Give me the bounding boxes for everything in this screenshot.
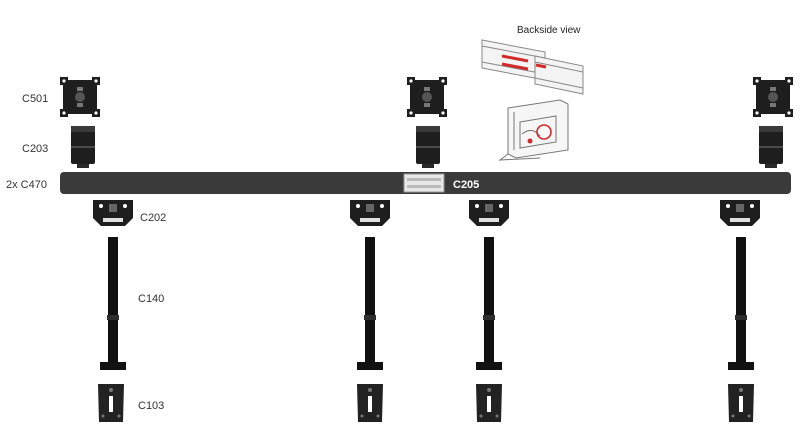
mount-clamp-icon xyxy=(759,126,783,168)
base-plate-icon xyxy=(728,384,754,422)
label-c501: C501 xyxy=(22,93,49,105)
mount-clamp-icon xyxy=(416,126,440,168)
bracket-icon xyxy=(469,200,509,226)
label-c202: C202 xyxy=(140,212,167,224)
backside-rail-illustration xyxy=(481,39,584,95)
connector-c205 xyxy=(403,173,445,193)
label-c203: C203 xyxy=(22,143,49,155)
mount-clamp-icon xyxy=(71,126,95,168)
backside-view-label: Backside view xyxy=(517,25,581,36)
label-c205: C205 xyxy=(453,179,480,191)
bracket-icon xyxy=(350,200,390,226)
pole-icon xyxy=(476,237,502,370)
bracket-icon xyxy=(720,200,760,226)
vesa-plate-icon xyxy=(60,77,100,117)
pole-icon xyxy=(357,237,383,370)
vesa-plate-icon xyxy=(407,77,447,117)
base-plate-icon xyxy=(357,384,383,422)
base-plate-icon xyxy=(476,384,502,422)
pole-icon xyxy=(100,237,126,370)
label-c140: C140 xyxy=(138,293,165,305)
vesa-plate-icon xyxy=(753,77,793,117)
label-c103: C103 xyxy=(138,400,165,412)
label-c470: 2x C470 xyxy=(6,179,47,191)
bracket-icon xyxy=(93,200,133,226)
base-plate-icon xyxy=(98,384,124,422)
backside-clamp-illustration xyxy=(498,99,569,161)
pole-icon xyxy=(728,237,754,370)
